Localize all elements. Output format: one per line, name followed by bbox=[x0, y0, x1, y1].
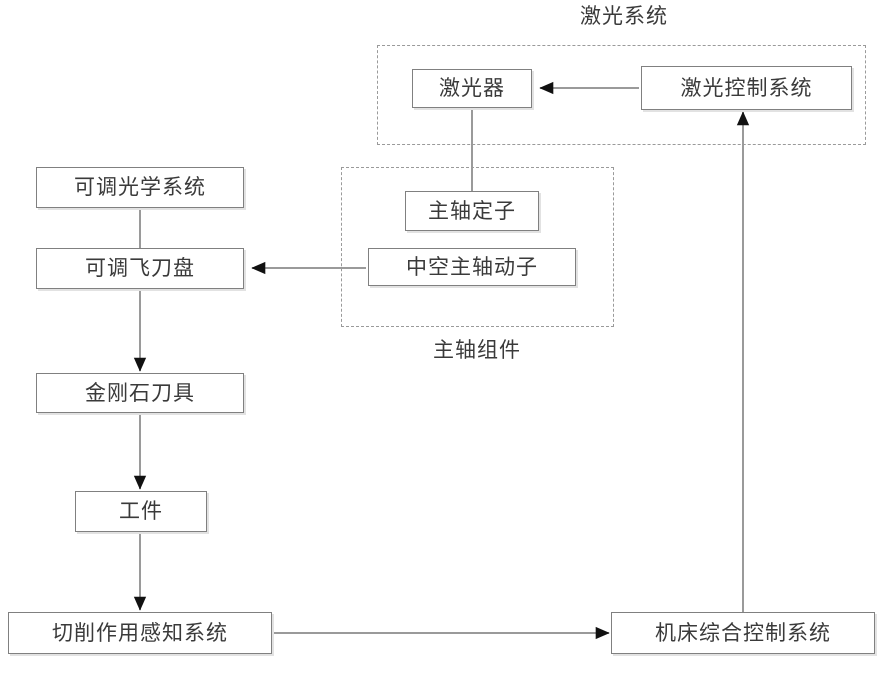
node-spindle-stator[interactable]: 主轴定子 bbox=[405, 191, 539, 231]
group-label-laser-system: 激光系统 bbox=[580, 4, 668, 28]
group-label-spindle-assembly: 主轴组件 bbox=[433, 338, 521, 362]
node-adjustable-fly-cutter[interactable]: 可调飞刀盘 bbox=[36, 248, 244, 289]
node-workpiece[interactable]: 工件 bbox=[75, 491, 207, 532]
group-laser-system bbox=[377, 45, 866, 145]
node-adjustable-optics[interactable]: 可调光学系统 bbox=[36, 167, 244, 208]
node-hollow-spindle-rotor[interactable]: 中空主轴动子 bbox=[368, 248, 576, 286]
node-laser-control-system[interactable]: 激光控制系统 bbox=[641, 66, 852, 110]
node-laser-emitter[interactable]: 激光器 bbox=[412, 69, 532, 108]
node-machine-control[interactable]: 机床综合控制系统 bbox=[611, 612, 875, 654]
node-diamond-tool[interactable]: 金刚石刀具 bbox=[36, 373, 244, 413]
node-cutting-sensing[interactable]: 切削作用感知系统 bbox=[8, 612, 272, 654]
group-spindle-assembly bbox=[341, 167, 614, 327]
